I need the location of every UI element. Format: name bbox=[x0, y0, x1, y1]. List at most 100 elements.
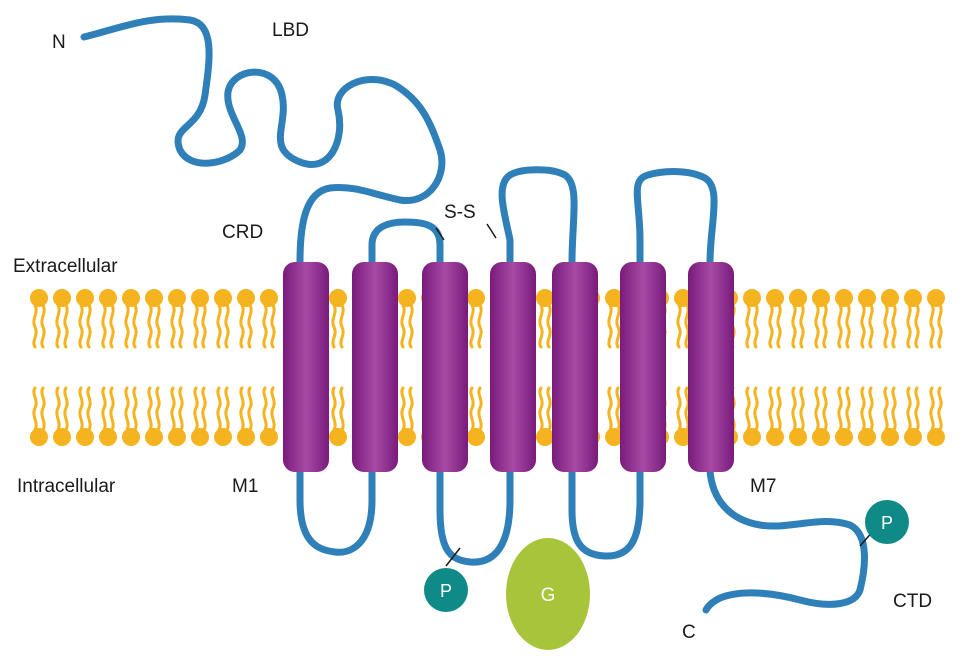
lipid-head-lower bbox=[237, 428, 255, 446]
lipid-tail-upper bbox=[776, 303, 782, 349]
lipid-head-upper bbox=[76, 289, 94, 307]
lipid-head-lower bbox=[30, 428, 48, 446]
lipid-head-upper bbox=[99, 289, 117, 307]
lipid-tail-upper bbox=[170, 303, 176, 349]
lipid-tail-lower bbox=[339, 386, 345, 432]
lipid-head-lower bbox=[743, 428, 761, 446]
disulfide-connector-1 bbox=[435, 227, 445, 241]
phospho-label-tail: P bbox=[881, 513, 893, 533]
lipid-head-upper bbox=[743, 289, 761, 307]
phospho-label-loop: P bbox=[440, 581, 452, 601]
lipid-tail-upper bbox=[929, 303, 935, 349]
lipid-head-upper bbox=[881, 289, 899, 307]
lipid-tail-upper bbox=[791, 303, 797, 349]
lipid-tail-lower bbox=[768, 386, 774, 432]
lipid-tail-lower bbox=[32, 386, 38, 432]
lipid-tail-upper bbox=[178, 303, 184, 349]
lipid-tail-upper bbox=[101, 303, 107, 349]
lipid-tail-upper bbox=[247, 303, 253, 349]
lipid-tail-upper bbox=[63, 303, 69, 349]
lipid-tail-upper bbox=[155, 303, 161, 349]
disulfide-connector-2 bbox=[486, 223, 497, 239]
lipid-bilayer bbox=[30, 289, 945, 446]
lipid-head-lower bbox=[467, 428, 485, 446]
extracellular-loop-3 bbox=[633, 168, 718, 266]
lipid-tail-lower bbox=[891, 386, 897, 432]
lipid-tail-lower bbox=[860, 386, 866, 432]
lipid-head-lower bbox=[145, 428, 163, 446]
transmembrane-helix-3 bbox=[422, 262, 468, 472]
lipid-tail-lower bbox=[684, 386, 690, 432]
lipid-tail-lower bbox=[929, 386, 935, 432]
lipid-tail-upper bbox=[193, 303, 199, 349]
lipid-tail-upper bbox=[814, 303, 820, 349]
lipid-head-upper bbox=[789, 289, 807, 307]
lipid-tail-upper bbox=[753, 303, 759, 349]
lipid-tail-upper bbox=[132, 303, 138, 349]
lipid-tail-upper bbox=[32, 303, 38, 349]
lipid-tail-lower bbox=[745, 386, 751, 432]
lipid-tail-lower bbox=[178, 386, 184, 432]
lipid-tail-lower bbox=[868, 386, 874, 432]
lipid-head-lower bbox=[789, 428, 807, 446]
lipid-tail-lower bbox=[78, 386, 84, 432]
lipid-tail-lower bbox=[906, 386, 912, 432]
extracellular-loop-2 bbox=[498, 166, 578, 266]
n-terminus-label: N bbox=[52, 32, 66, 53]
lipid-tail-upper bbox=[469, 303, 475, 349]
lipid-head-upper bbox=[858, 289, 876, 307]
lipid-tail-lower bbox=[883, 386, 889, 432]
lipid-tail-lower bbox=[193, 386, 199, 432]
lipid-head-upper bbox=[398, 289, 416, 307]
lipid-head-upper bbox=[260, 289, 278, 307]
lipid-tail-lower bbox=[247, 386, 253, 432]
lipid-tail-lower bbox=[147, 386, 153, 432]
lipid-tail-lower bbox=[101, 386, 107, 432]
lipid-tail-upper bbox=[216, 303, 222, 349]
phospho-connector-loop bbox=[445, 547, 461, 567]
g-protein-label: G bbox=[541, 585, 556, 606]
intracellular-loop-3 bbox=[568, 466, 644, 560]
lipid-head-upper bbox=[30, 289, 48, 307]
lipid-head-lower bbox=[927, 428, 945, 446]
lipid-tail-lower bbox=[155, 386, 161, 432]
lipid-tail-upper bbox=[224, 303, 230, 349]
lipid-tail-lower bbox=[224, 386, 230, 432]
transmembrane-helix-5 bbox=[552, 262, 598, 472]
lipid-head-lower bbox=[766, 428, 784, 446]
m7-label: M7 bbox=[750, 476, 776, 497]
lipid-head-upper bbox=[53, 289, 71, 307]
transmembrane-helix-6 bbox=[620, 262, 666, 472]
lipid-head-lower bbox=[214, 428, 232, 446]
lipid-head-upper bbox=[812, 289, 830, 307]
lipid-head-lower bbox=[858, 428, 876, 446]
lipid-tail-lower bbox=[914, 386, 920, 432]
lipid-head-lower bbox=[99, 428, 117, 446]
extracellular-label: Extracellular bbox=[13, 256, 118, 277]
lipid-tail-lower bbox=[124, 386, 130, 432]
c-terminal-tail bbox=[702, 466, 868, 614]
lipid-tail-upper bbox=[408, 303, 414, 349]
lipid-head-lower bbox=[904, 428, 922, 446]
lipid-head-lower bbox=[329, 428, 347, 446]
lipid-tail-upper bbox=[147, 303, 153, 349]
lipid-tail-upper bbox=[400, 303, 406, 349]
lipid-tail-upper bbox=[86, 303, 92, 349]
lipid-head-upper bbox=[536, 289, 554, 307]
lipid-tail-upper bbox=[768, 303, 774, 349]
lipid-head-upper bbox=[674, 289, 692, 307]
lipid-tail-upper bbox=[868, 303, 874, 349]
phospho-site-loop bbox=[424, 568, 468, 612]
intracellular-loop-2 bbox=[436, 466, 514, 566]
lipid-tail-lower bbox=[55, 386, 61, 432]
lipid-tail-upper bbox=[883, 303, 889, 349]
lipid-head-lower bbox=[674, 428, 692, 446]
lipid-head-upper bbox=[605, 289, 623, 307]
lipid-head-upper bbox=[168, 289, 186, 307]
lipid-head-lower bbox=[398, 428, 416, 446]
lipid-tail-upper bbox=[914, 303, 920, 349]
lipid-tail-lower bbox=[132, 386, 138, 432]
lipid-tail-upper bbox=[201, 303, 207, 349]
transmembrane-helix-1 bbox=[283, 262, 329, 472]
